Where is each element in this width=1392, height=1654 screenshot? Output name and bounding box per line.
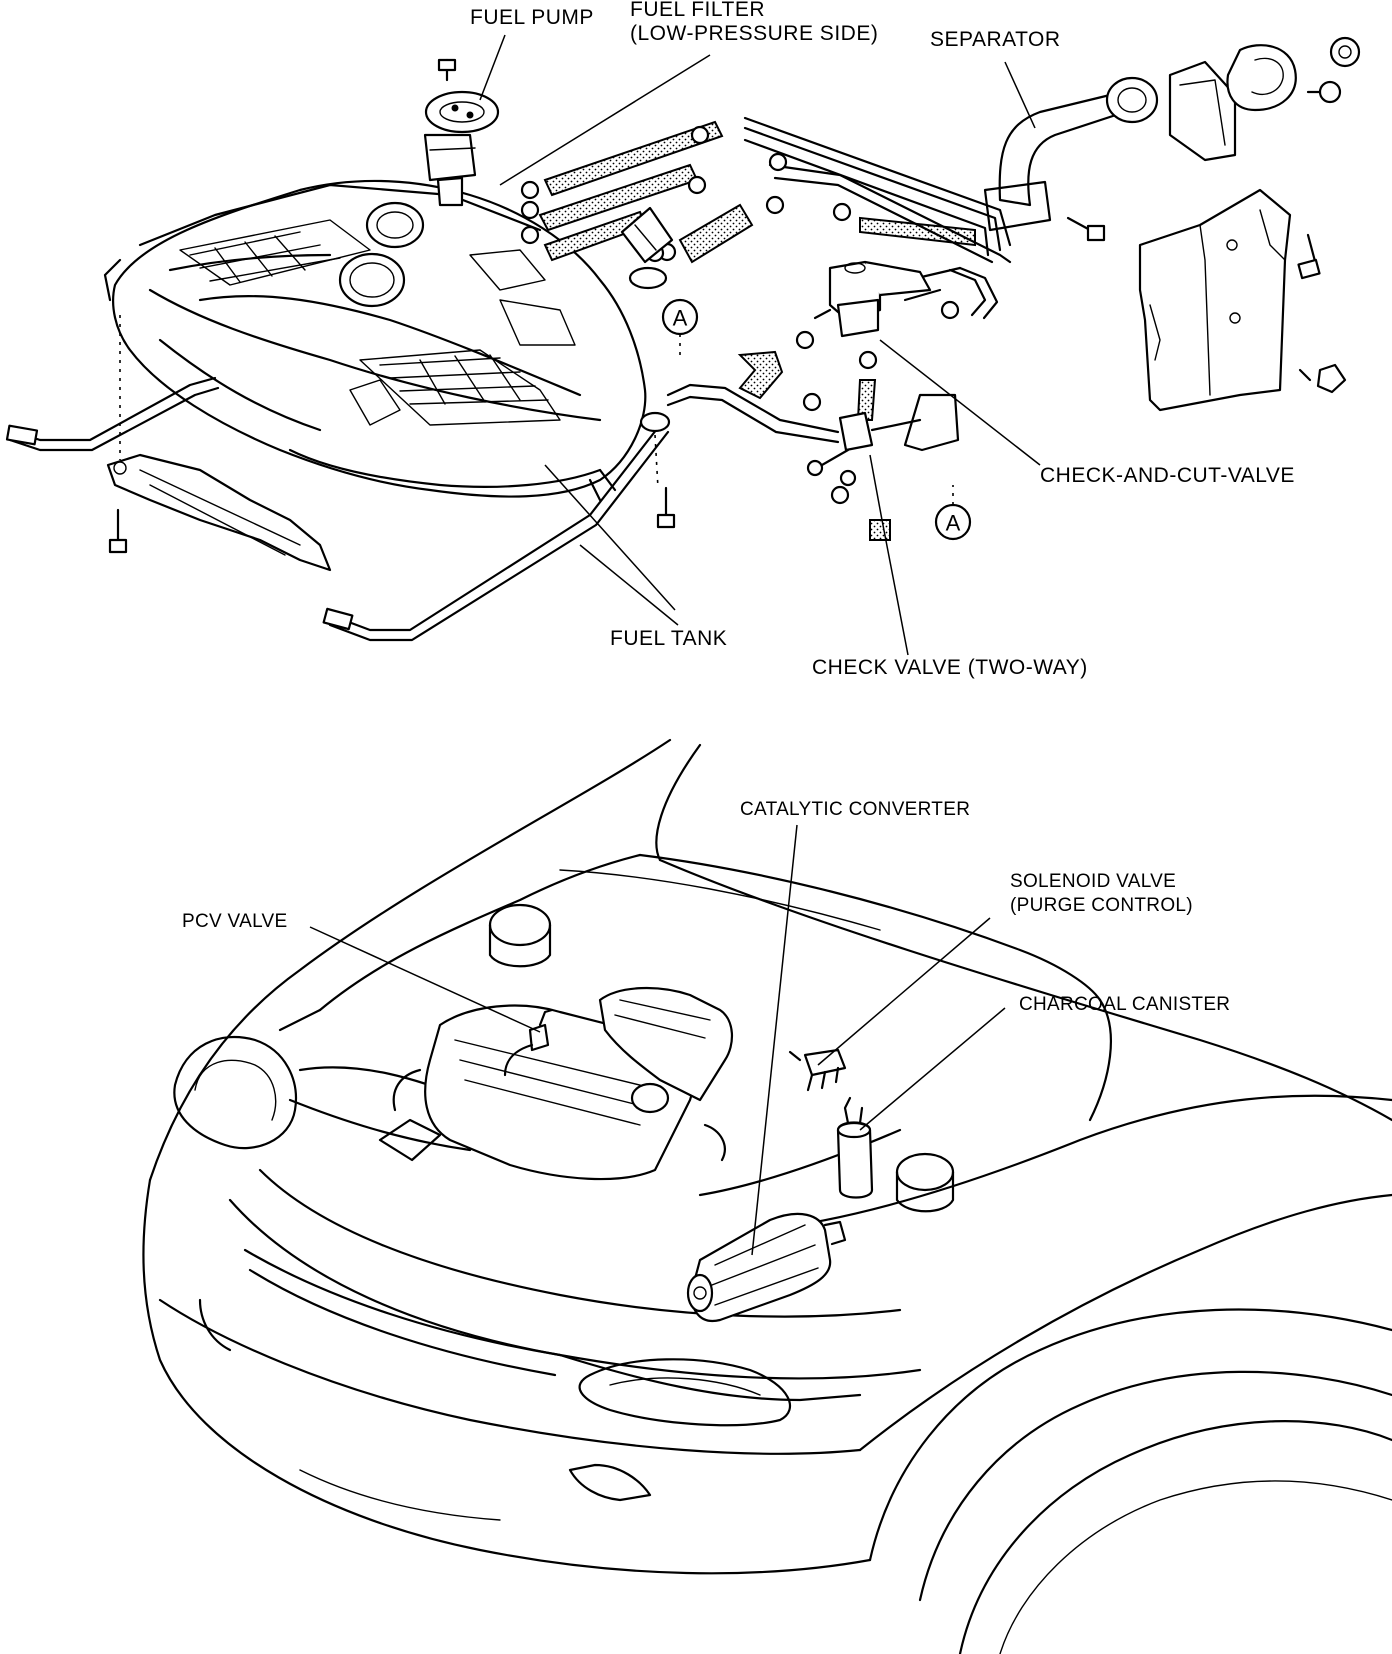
label-catalytic-converter: CATALYTIC CONVERTER bbox=[740, 799, 970, 820]
label-check-and-cut-valve: CHECK-AND-CUT-VALVE bbox=[1040, 464, 1295, 487]
label-pcv-valve: PCV VALVE bbox=[182, 911, 287, 932]
label-fuel-filter-line2: (LOW-PRESSURE SIDE) bbox=[630, 22, 878, 45]
reference-marker-a-upper: A bbox=[661, 298, 699, 336]
label-fuel-pump: FUEL PUMP bbox=[470, 6, 594, 29]
label-separator: SEPARATOR bbox=[930, 28, 1061, 51]
label-fuel-filter-line1: FUEL FILTER bbox=[630, 0, 765, 21]
engine bbox=[378, 987, 733, 1181]
hose-clamps bbox=[520, 125, 960, 505]
top-leader-lines bbox=[479, 34, 1041, 656]
reservoir-right bbox=[895, 1152, 955, 1213]
heat-insulator bbox=[106, 453, 332, 572]
filler-cover-bracket bbox=[1138, 188, 1347, 412]
fuel-tank bbox=[103, 179, 647, 502]
label-check-valve-two-way: CHECK VALVE (TWO-WAY) bbox=[812, 656, 1088, 679]
headlight-left bbox=[173, 1035, 298, 1150]
tank-straps bbox=[5, 376, 671, 642]
front-bumper-openings bbox=[198, 1248, 652, 1521]
fuel-tank-exploded-view: A A FUEL PUMP FUEL FILTER (LOW-PRESSURE … bbox=[5, 0, 1361, 679]
label-solenoid-valve-line2: (PURGE CONTROL) bbox=[1010, 895, 1193, 916]
engine-bay-view: CATALYTIC CONVERTER SOLENOID VALVE (PURG… bbox=[142, 738, 1392, 1654]
separator bbox=[983, 76, 1159, 232]
charcoal-canister bbox=[836, 1096, 874, 1199]
solenoid-valve-purge-control bbox=[788, 1048, 847, 1092]
fuel-pump bbox=[423, 90, 500, 207]
check-valve-two-way bbox=[806, 393, 960, 487]
svg-text:A: A bbox=[946, 511, 961, 536]
label-fuel-tank: FUEL TANK bbox=[610, 627, 727, 650]
check-and-cut-valve bbox=[813, 260, 932, 338]
fuel-filter bbox=[620, 206, 674, 290]
car-body bbox=[142, 738, 1392, 1654]
label-solenoid-valve-line1: SOLENOID VALVE bbox=[1010, 871, 1176, 892]
reference-marker-a-lower: A bbox=[934, 503, 972, 541]
fuel-pipes bbox=[743, 116, 1012, 302]
bottom-leader-lines bbox=[309, 824, 1006, 1256]
headlight-right bbox=[578, 1358, 791, 1427]
bolts bbox=[108, 58, 1321, 554]
catalytic-converter bbox=[686, 1212, 847, 1323]
label-charcoal-canister: CHARCOAL CANISTER bbox=[1019, 994, 1230, 1015]
filler-neck-components bbox=[1168, 36, 1361, 162]
pcv-valve bbox=[503, 1008, 554, 1077]
svg-text:A: A bbox=[673, 306, 688, 331]
reservoir-left bbox=[488, 903, 552, 968]
